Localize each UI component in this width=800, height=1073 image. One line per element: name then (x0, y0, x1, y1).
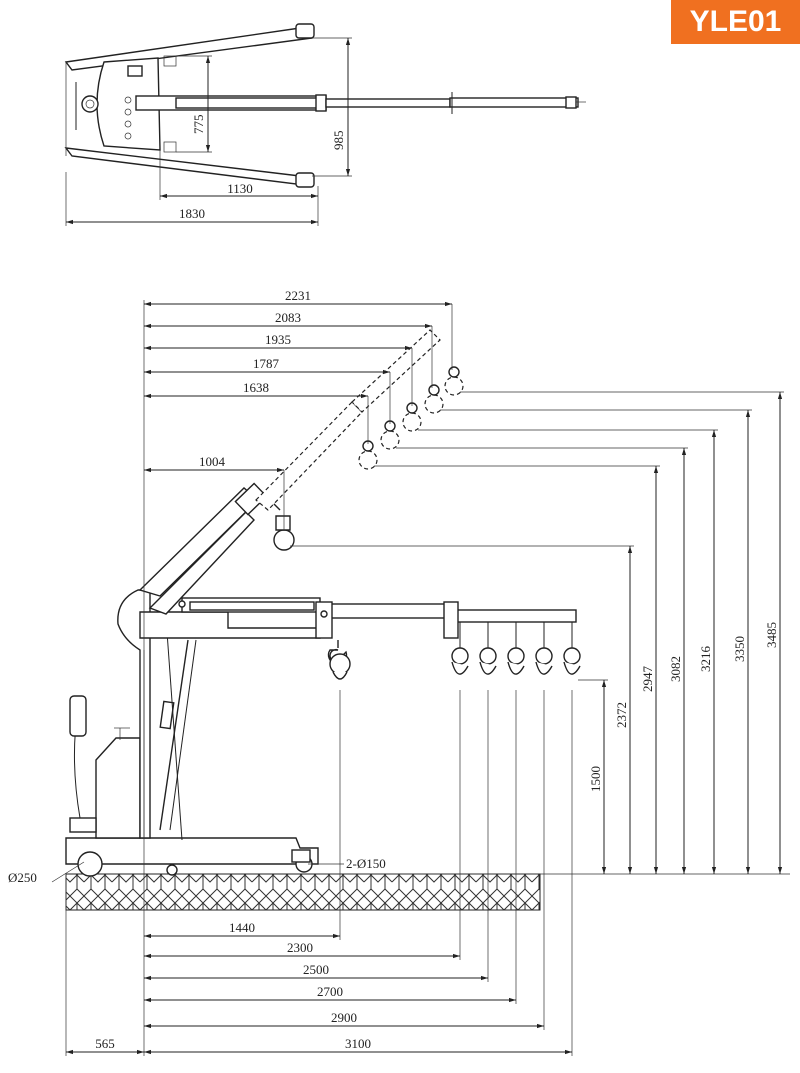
dim-top-1830: 1830 (179, 206, 205, 221)
dim-floor-3100: 3100 (345, 1036, 371, 1051)
dim-top-1130: 1130 (227, 181, 253, 196)
dim-reach-2083: 2083 (275, 310, 301, 325)
dim-height-2372: 2372 (614, 702, 629, 728)
dim-rear-565: 565 (95, 1036, 115, 1051)
dim-height-3082: 3082 (668, 656, 683, 682)
dim-reach-1787: 1787 (253, 356, 280, 371)
dim-top-985: 985 (331, 131, 346, 151)
dim-floor-2700: 2700 (317, 984, 343, 999)
dim-reach-1004: 1004 (199, 454, 226, 469)
dim-floor-2900: 2900 (331, 1010, 357, 1025)
top-view: 1830 1130 775 985 (64, 23, 586, 226)
dim-height-3350: 3350 (732, 636, 747, 662)
dim-top-775: 775 (191, 115, 206, 135)
dim-height-1500: 1500 (588, 766, 603, 792)
wheel-front-label: Ø250 (8, 870, 37, 885)
dim-reach-2231: 2231 (285, 288, 311, 303)
dim-floor-2300: 2300 (287, 940, 313, 955)
dim-reach-1638: 1638 (243, 380, 269, 395)
side-view: 2231 2083 1935 1787 1638 1004 3485 (8, 288, 790, 1056)
dim-height-3216: 3216 (698, 646, 713, 673)
dim-reach-1935: 1935 (265, 332, 291, 347)
dim-height-2947: 2947 (640, 666, 655, 693)
dim-floor-2500: 2500 (303, 962, 329, 977)
model-badge: YLE01 (671, 0, 800, 44)
lower-hooks (327, 622, 581, 680)
dim-height-3485: 3485 (764, 622, 779, 648)
upper-hooks (358, 366, 464, 470)
dim-floor-1440: 1440 (229, 920, 255, 935)
wheel-rear-label: 2-Ø150 (346, 856, 386, 871)
